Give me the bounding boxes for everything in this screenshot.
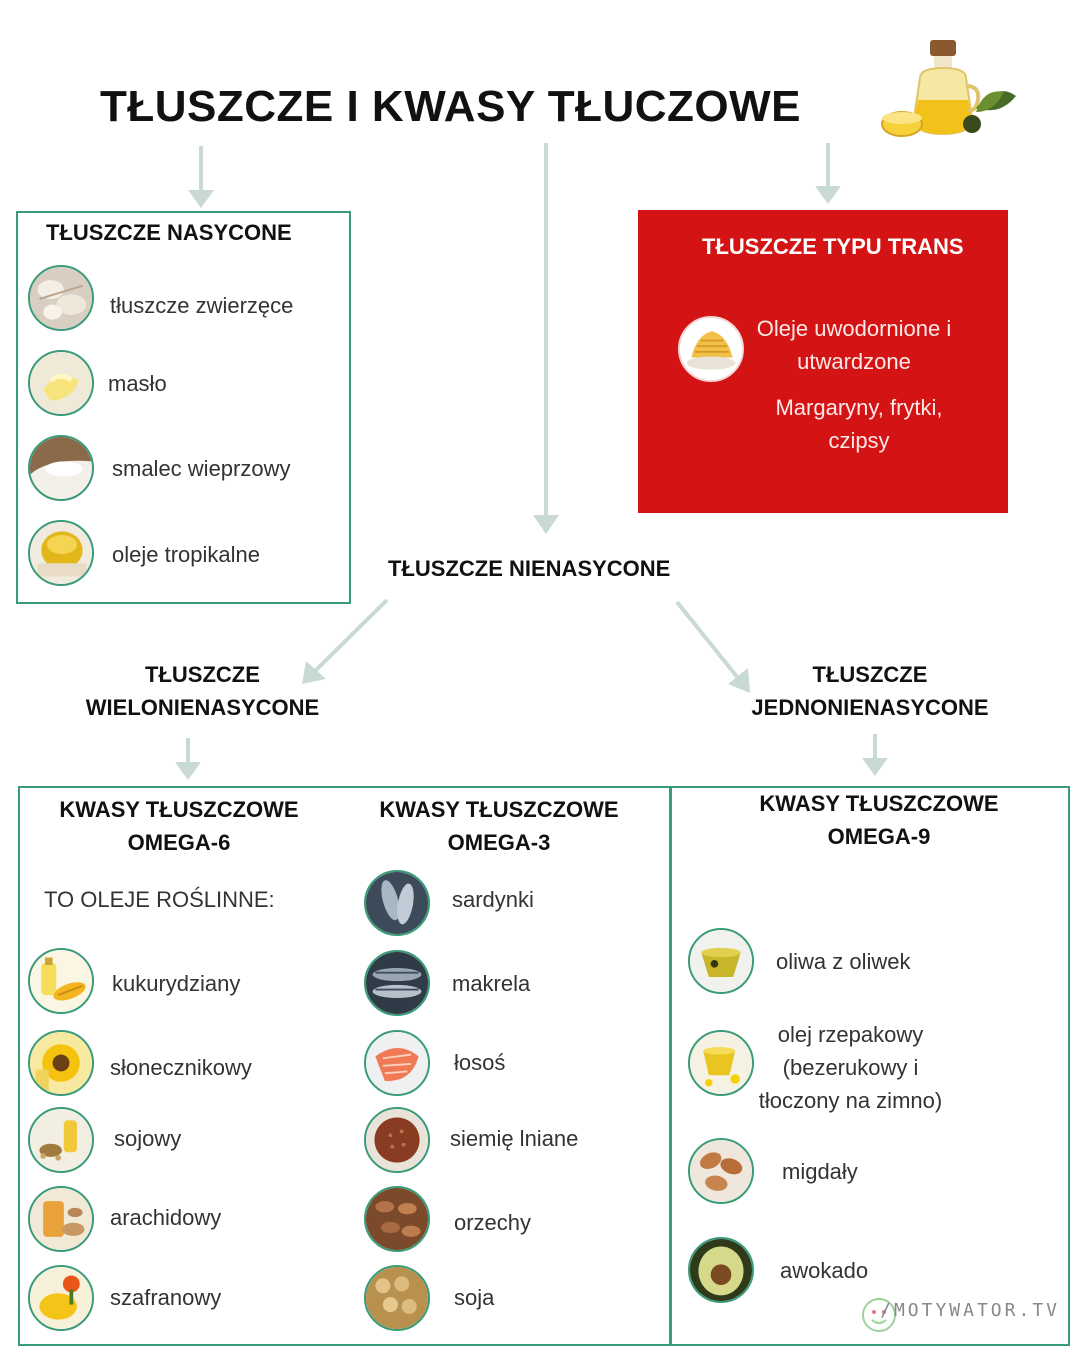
poly-header-line-2: WIELONIENASYCONE	[85, 695, 320, 720]
omega9-item-rapeseed: olej rzepakowy	[777, 1022, 924, 1047]
saturated-item-animal-fat: tłuszcze zwierzęce	[110, 293, 294, 318]
tropical-oil-icon	[28, 520, 94, 586]
corn-oil-icon	[28, 948, 94, 1014]
trans-fats-header: TŁUSZCZE TYPU TRANS	[702, 234, 964, 259]
flaxseed-icon	[364, 1107, 430, 1173]
unsaturated-fats-header: TŁUSZCZE NIENASYCONE	[388, 556, 671, 581]
sardines-icon	[364, 870, 430, 936]
soy-oil-icon	[28, 1107, 94, 1173]
omega3-item-soy: soja	[454, 1285, 495, 1310]
arrow-to-mono	[675, 600, 744, 685]
omega9-item-avocado: awokado	[780, 1258, 869, 1283]
trans-line-2: utwardzone	[797, 349, 911, 374]
omega6-header-line-2: OMEGA-6	[127, 830, 231, 855]
omega6-header-line-1: KWASY TŁUSZCZOWE	[59, 797, 299, 822]
saturated-fats-header: TŁUSZCZE NASYCONE	[46, 220, 292, 245]
saturated-item-butter: masło	[108, 371, 167, 396]
omega9-header-line-2: OMEGA-9	[827, 824, 931, 849]
chips-icon	[678, 316, 744, 382]
omega9-item-rapeseed-note-1: (bezerukowy i	[782, 1055, 919, 1080]
omega6-intro: TO OLEJE ROŚLINNE:	[44, 887, 275, 912]
poly-header-line-1: TŁUSZCZE	[145, 662, 260, 687]
mackerel-icon	[364, 950, 430, 1016]
sunflower-oil-icon	[28, 1030, 94, 1096]
page-title: TŁUSZCZE I KWASY TŁUCZOWE	[100, 82, 801, 131]
omega3-item-mackerel: makrela	[452, 971, 531, 996]
animal-fat-icon	[28, 265, 94, 331]
saturated-item-tropical-oils: oleje tropikalne	[112, 542, 260, 567]
omega9-header-line-1: KWASY TŁUSZCZOWE	[759, 791, 999, 816]
omega6-item-peanut: arachidowy	[110, 1205, 222, 1230]
omega6-item-safflower: szafranowy	[110, 1285, 222, 1310]
safflower-oil-icon	[28, 1265, 94, 1331]
saturated-item-lard: smalec wieprzowy	[112, 456, 291, 481]
mono-header-line-1: TŁUSZCZE	[812, 662, 928, 687]
nuts-icon	[364, 1186, 430, 1252]
omega3-item-flaxseed: siemię lniane	[450, 1126, 579, 1151]
lard-icon	[28, 435, 94, 501]
trans-line-4: czipsy	[828, 428, 890, 453]
omega6-item-soy: sojowy	[114, 1126, 182, 1151]
omega6-item-corn: kukurydziany	[112, 971, 241, 996]
trans-line-3: Margaryny, frytki,	[775, 395, 943, 420]
omega3-item-sardines: sardynki	[452, 887, 534, 912]
peanut-oil-icon	[28, 1186, 94, 1252]
trans-line-1: Oleje uwodornione i	[756, 316, 952, 341]
oil-bottle-illustration	[880, 38, 1020, 140]
rapeseed-oil-icon	[688, 1030, 754, 1096]
soybeans-icon	[364, 1265, 430, 1331]
omega9-box	[670, 786, 1070, 1346]
saturated-fats-box	[16, 211, 351, 604]
omega9-item-olive-oil: oliwa z oliwek	[776, 949, 911, 974]
mono-header-line-2: JEDNONIENASYCONE	[751, 695, 989, 720]
omega3-header-line-1: KWASY TŁUSZCZOWE	[379, 797, 619, 822]
motywator-logo-icon	[860, 1296, 898, 1334]
omega3-header-line-2: OMEGA-3	[447, 830, 551, 855]
omega6-item-sunflower: słonecznikowy	[110, 1055, 252, 1080]
almonds-icon	[688, 1138, 754, 1204]
omega3-item-salmon: łosoś	[454, 1050, 506, 1075]
olive-oil-icon	[688, 928, 754, 994]
salmon-icon	[364, 1030, 430, 1096]
omega3-item-nuts: orzechy	[454, 1210, 532, 1235]
avocado-icon	[688, 1237, 754, 1303]
motywator-logo: /MOTYWATOR.TV	[880, 1300, 1060, 1321]
omega9-item-almonds: migdały	[782, 1159, 858, 1184]
omega9-item-rapeseed-note-2: tłoczony na zimno)	[758, 1088, 943, 1113]
butter-icon	[28, 350, 94, 416]
